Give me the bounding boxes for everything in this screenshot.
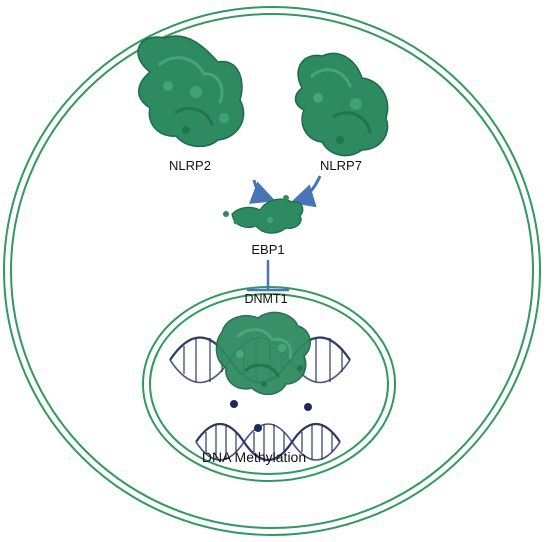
- nlrp2-to-ebp1-arrow: [248, 179, 276, 204]
- methyl-group-dots: [230, 400, 312, 432]
- nlrp2-label: NLRP2: [169, 158, 211, 173]
- dna-methylation-label: DNA Methylation: [202, 449, 306, 465]
- dnmt1-label: DNMT1: [244, 292, 287, 306]
- methyl-dot: [304, 403, 312, 411]
- ebp1-label: EBP1: [251, 242, 284, 257]
- dna-helix-lower: [195, 423, 341, 461]
- ebp1-protein: [223, 195, 304, 234]
- methyl-dot: [254, 424, 262, 432]
- methyl-dot: [230, 400, 238, 408]
- dnmt1-protein: [215, 311, 311, 396]
- cell-membrane: [3, 6, 541, 536]
- nlrp2-protein: [137, 35, 245, 148]
- nlrp7-label: NLRP7: [320, 158, 362, 173]
- nlrp7-protein: [294, 52, 389, 157]
- nlrp7-to-ebp1-arrow: [290, 175, 322, 208]
- ebp1-inhibits-dnmt1: [246, 259, 290, 292]
